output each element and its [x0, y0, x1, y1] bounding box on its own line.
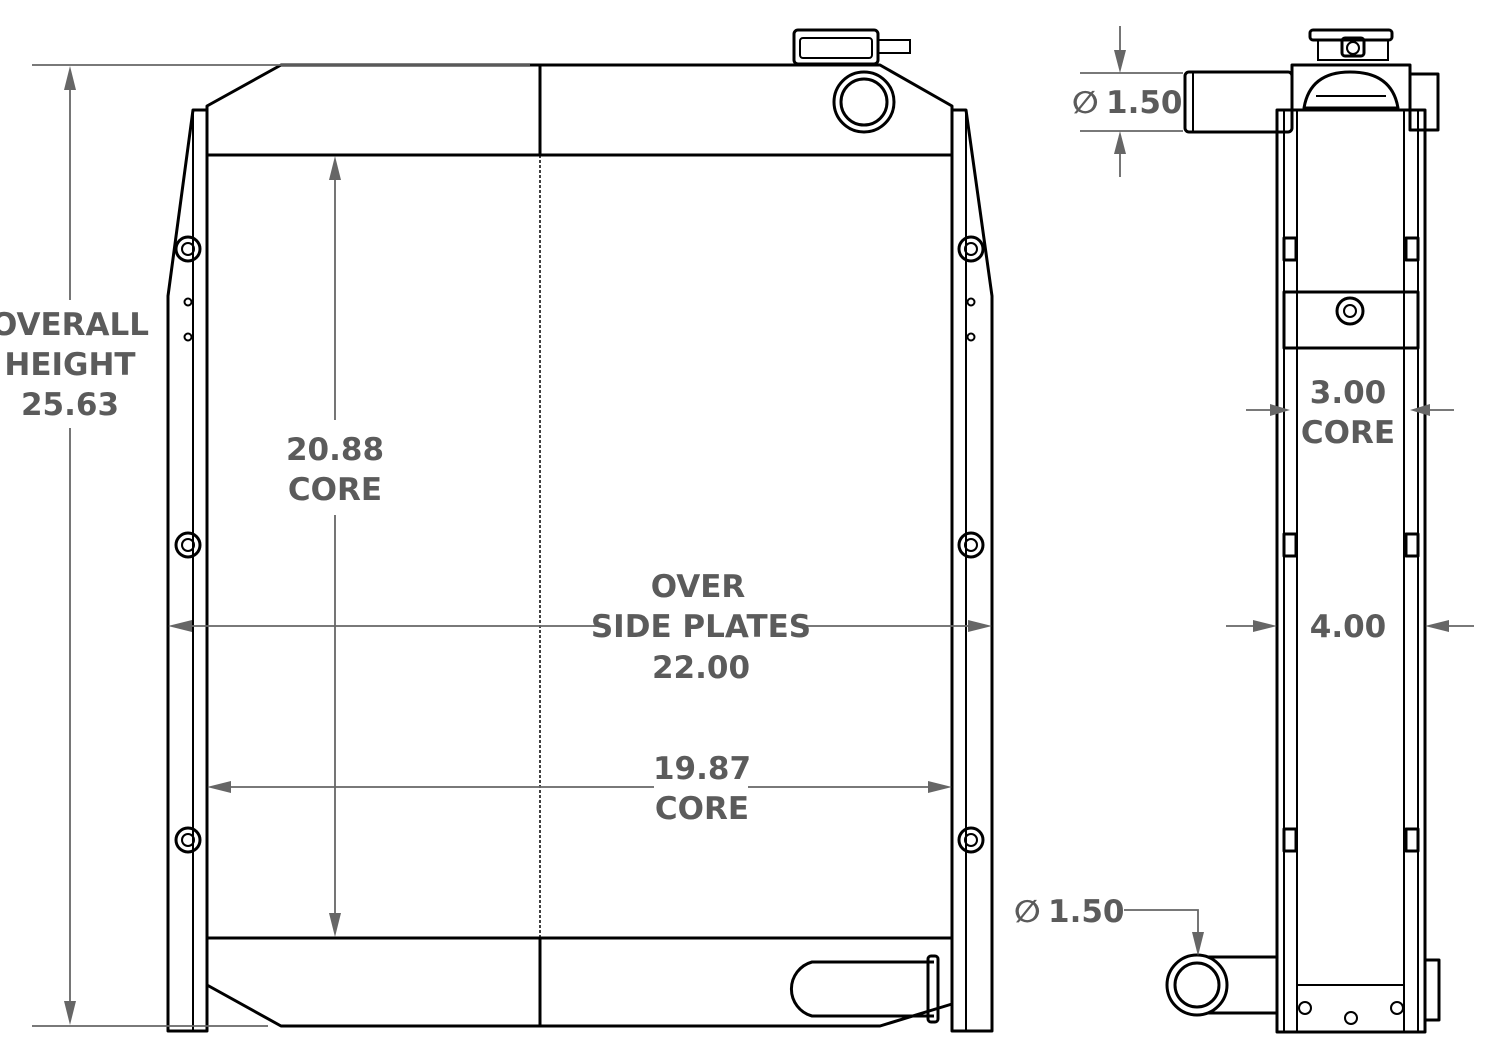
over-side-plates-line1: OVER [651, 569, 746, 605]
side-clips [1282, 236, 1420, 853]
bottom-tank [205, 936, 954, 1028]
outlet-diameter-value: 1.50 [1048, 894, 1125, 930]
side-filler-cap [1308, 28, 1394, 61]
outlet-diameter-symbol: ∅ [1014, 894, 1041, 930]
core-height-value: 20.88 [286, 432, 384, 468]
overall-height-line2: HEIGHT [4, 347, 135, 383]
over-side-plates-line2: SIDE PLATES [591, 609, 811, 645]
side-body [1275, 108, 1427, 1034]
overall-height-line1: OVERALL [0, 307, 149, 343]
side-inlet-pipe [1183, 70, 1294, 134]
top-tank [205, 63, 954, 157]
inlet-diameter-value: 1.50 [1106, 85, 1183, 121]
right-side-plate [950, 108, 994, 1033]
over-side-plates-value: 22.00 [652, 650, 750, 686]
side-outlet-pipe [1165, 953, 1277, 1017]
outlet-pipe [789, 954, 940, 1024]
left-side-plate [166, 108, 209, 1033]
core-height-label: CORE [288, 472, 382, 508]
core-width-label: CORE [655, 791, 749, 827]
side-view [1165, 28, 1441, 1034]
dimension-overall-height: OVERALL HEIGHT 25.63 [0, 64, 530, 1027]
dimension-core-width: 19.87 CORE [207, 751, 952, 827]
front-view [166, 28, 994, 1033]
inlet-diameter-symbol: ∅ [1072, 85, 1099, 121]
overall-depth-value: 4.00 [1310, 609, 1387, 645]
dimension-overall-depth: 4.00 [1226, 609, 1474, 645]
core [205, 153, 954, 940]
dimension-outlet-diameter: ∅ 1.50 [1014, 894, 1204, 956]
dimension-inlet-diameter: ∅ 1.50 [1072, 26, 1183, 177]
dimension-core-height: 20.88 CORE [286, 156, 384, 937]
mounting-bolts [174, 235, 985, 854]
core-depth-value: 3.00 [1310, 375, 1387, 411]
core-width-value: 19.87 [653, 751, 751, 787]
overall-height-value: 25.63 [21, 387, 119, 423]
dimension-core-depth: 3.00 CORE [1246, 375, 1454, 451]
dimension-over-side-plates: OVER SIDE PLATES 22.00 [168, 569, 992, 686]
side-bracket [1282, 290, 1420, 350]
filler-cap [792, 28, 911, 66]
core-depth-label: CORE [1301, 415, 1395, 451]
inlet-port [832, 70, 896, 134]
